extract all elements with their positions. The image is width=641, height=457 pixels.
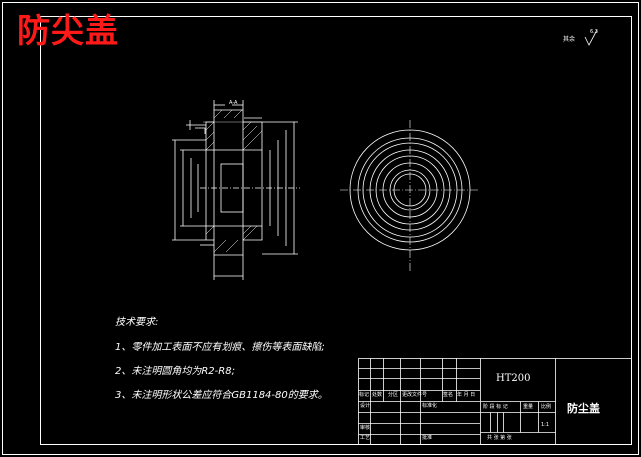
tech-item-3: 3、未注明形状公差应符合GB1184-80的要求。 [115,390,328,401]
drawing-frame [40,16,632,445]
part-name: 防尘盖 [567,402,600,415]
roughness-symbol [584,29,598,46]
roughness-value: 6.3 [590,29,598,35]
scale-label: 比例 [541,404,552,410]
drawing-title: 防尖盖 [17,11,119,50]
front-view [340,120,480,272]
header-label-5: 签名 [443,392,454,398]
tech-heading: 技术要求: [115,317,159,328]
header-label-1: 标记 [359,392,370,398]
tech-item-1: 1、零件加工表面不应有划痕、擦伤等表面缺陷; [115,342,325,353]
weight-label: 重量 [523,404,534,410]
row-label-design: 设计 [360,403,371,409]
row-label-process: 工艺 [360,435,371,441]
roughness-label: 其余 [563,36,576,43]
mid-label-standard: 标准化 [422,403,438,409]
sheet-count-label: 共 张 第 张 [487,435,512,441]
section-label: A-A [229,100,238,106]
stage-label: 阶 段 标 记 [483,404,508,410]
material-value: HT200 [496,373,531,384]
header-label-4: 更改文件号 [402,392,428,398]
mid-label-approve: 批准 [422,435,433,441]
section-view [172,100,300,280]
row-label-review: 审核 [360,425,371,431]
header-label-6: 年 月 日 [457,392,476,398]
tech-item-2: 2、未注明圆角均为R2-R8; [115,366,235,377]
header-label-3: 分区 [388,392,399,398]
title-block-lines [358,358,632,445]
scale-value: 1:1 [541,422,550,428]
header-label-2: 处数 [372,392,383,398]
